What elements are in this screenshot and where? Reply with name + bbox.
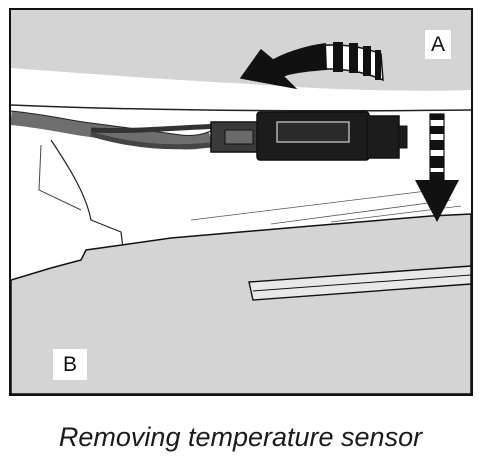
connector-end-tab bbox=[398, 125, 408, 149]
callout-label-b: B bbox=[53, 349, 88, 380]
left-bracket-inner bbox=[38, 144, 82, 211]
figure-caption: Removing temperature sensor bbox=[58, 422, 423, 452]
connector-latch bbox=[276, 121, 350, 143]
perspective-line-1 bbox=[190, 187, 452, 221]
connector-end-cap bbox=[366, 115, 400, 159]
lower-panel-slot-line bbox=[252, 274, 471, 292]
sensor-cable-wire-upper bbox=[90, 123, 222, 134]
lower-panel bbox=[11, 213, 471, 394]
left-bracket-outline bbox=[50, 139, 124, 249]
sensor-cable bbox=[11, 111, 214, 150]
sensor-removal-illustration bbox=[11, 10, 471, 394]
upper-panel-edge bbox=[11, 104, 471, 112]
pull-down-arrow bbox=[415, 113, 459, 222]
sensor-cable-wire-lower bbox=[90, 131, 222, 150]
callout-label-a: A bbox=[424, 30, 451, 59]
figure-frame: A B bbox=[9, 8, 473, 396]
rotate-arrow bbox=[239, 42, 384, 90]
connector-plug-ridge bbox=[224, 129, 254, 145]
perspective-line-2 bbox=[270, 199, 452, 225]
